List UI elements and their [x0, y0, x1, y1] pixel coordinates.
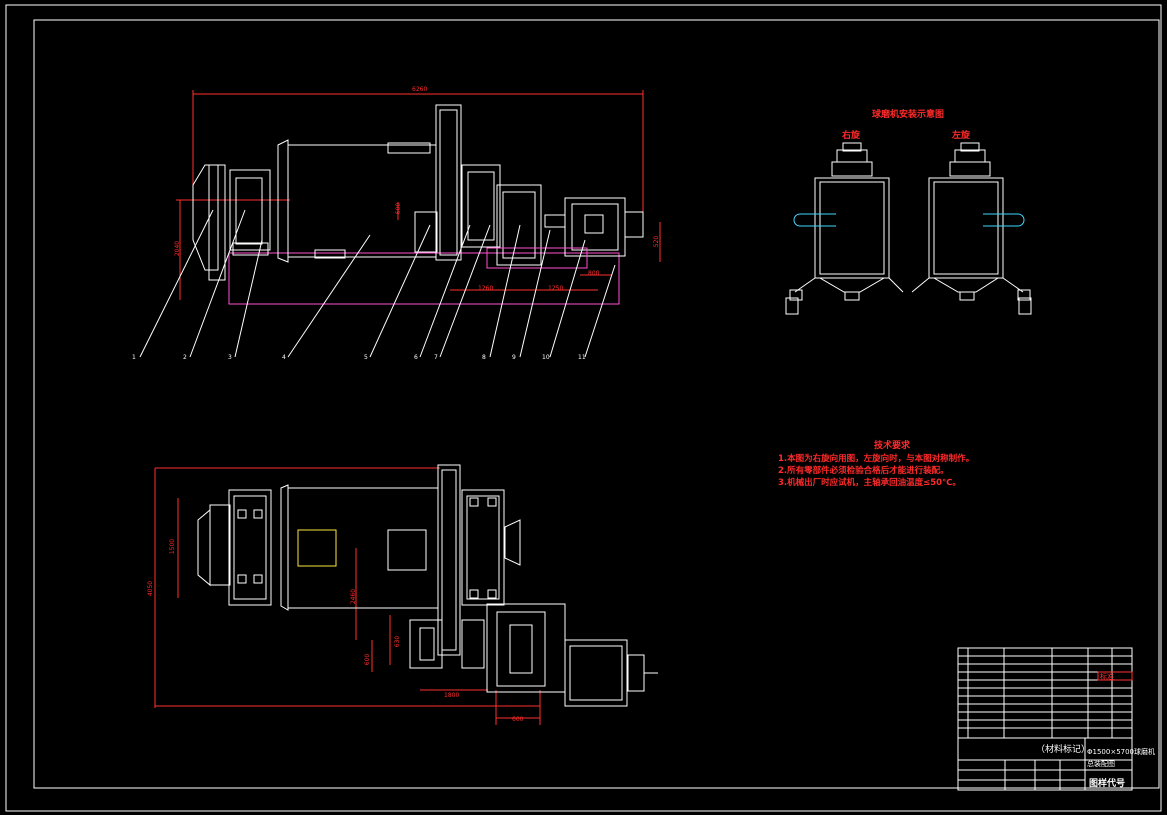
dim-span-a: 1260 — [478, 285, 494, 292]
revision-mark: 标准 — [1100, 673, 1114, 681]
dim-offset-c: 630 — [394, 635, 402, 648]
balloon-4: 4 — [282, 354, 286, 361]
balloon-5: 5 — [364, 354, 368, 361]
tech-note-3: 3.机械出厂时应试机，主轴承回油温度≤50℃。 — [778, 478, 961, 488]
drawing-name: Φ1500×5700球磨机 — [1087, 748, 1156, 756]
material-mark: （材料标记） — [1036, 745, 1091, 755]
install-title: 球磨机安装示意图 — [872, 110, 945, 120]
dim-motor-w: 800 — [588, 270, 600, 277]
drawing-sub: 总装配图 — [1087, 760, 1115, 768]
title-block — [957, 647, 1133, 791]
balloon-11: 11 — [578, 354, 586, 361]
dim-shaft-offset: 600 — [395, 202, 403, 215]
dim-offset-b: 600 — [364, 653, 372, 666]
tech-note-2: 2.所有零部件必须检验合格后才能进行装配。 — [778, 466, 949, 476]
view-right-label: 左旋 — [952, 131, 971, 141]
balloon-9: 9 — [512, 354, 516, 361]
balloon-10: 10 — [542, 354, 550, 361]
dim-motor-h: 520 — [653, 235, 661, 248]
dim-offset-a: 2460 — [350, 588, 358, 605]
install-sketch — [785, 142, 1032, 315]
balloon-6: 6 — [414, 354, 418, 361]
dim-span: 1800 — [444, 692, 460, 699]
elevation-view — [139, 90, 661, 358]
dim-drum-dia: 1500 — [169, 538, 177, 555]
view-left-label: 右旋 — [842, 131, 861, 141]
dim-overall-length: 6260 — [412, 86, 428, 93]
dim-base-w: 600 — [512, 716, 524, 723]
dim-height: 2040 — [174, 240, 182, 257]
balloon-7: 7 — [434, 354, 438, 361]
drawing-code: 图样代号 — [1089, 779, 1126, 789]
balloon-2: 2 — [183, 354, 187, 361]
balloon-3: 3 — [228, 354, 232, 361]
dim-span-b: 1250 — [548, 285, 564, 292]
tech-note-1: 1.本图为右旋向用图，左旋向时，与本图对称制作。 — [778, 454, 975, 464]
balloon-1: 1 — [132, 354, 136, 361]
dim-overall-width: 4050 — [147, 580, 155, 597]
balloon-8: 8 — [482, 354, 486, 361]
plan-view — [154, 464, 658, 725]
tech-title: 技术要求 — [874, 441, 911, 451]
